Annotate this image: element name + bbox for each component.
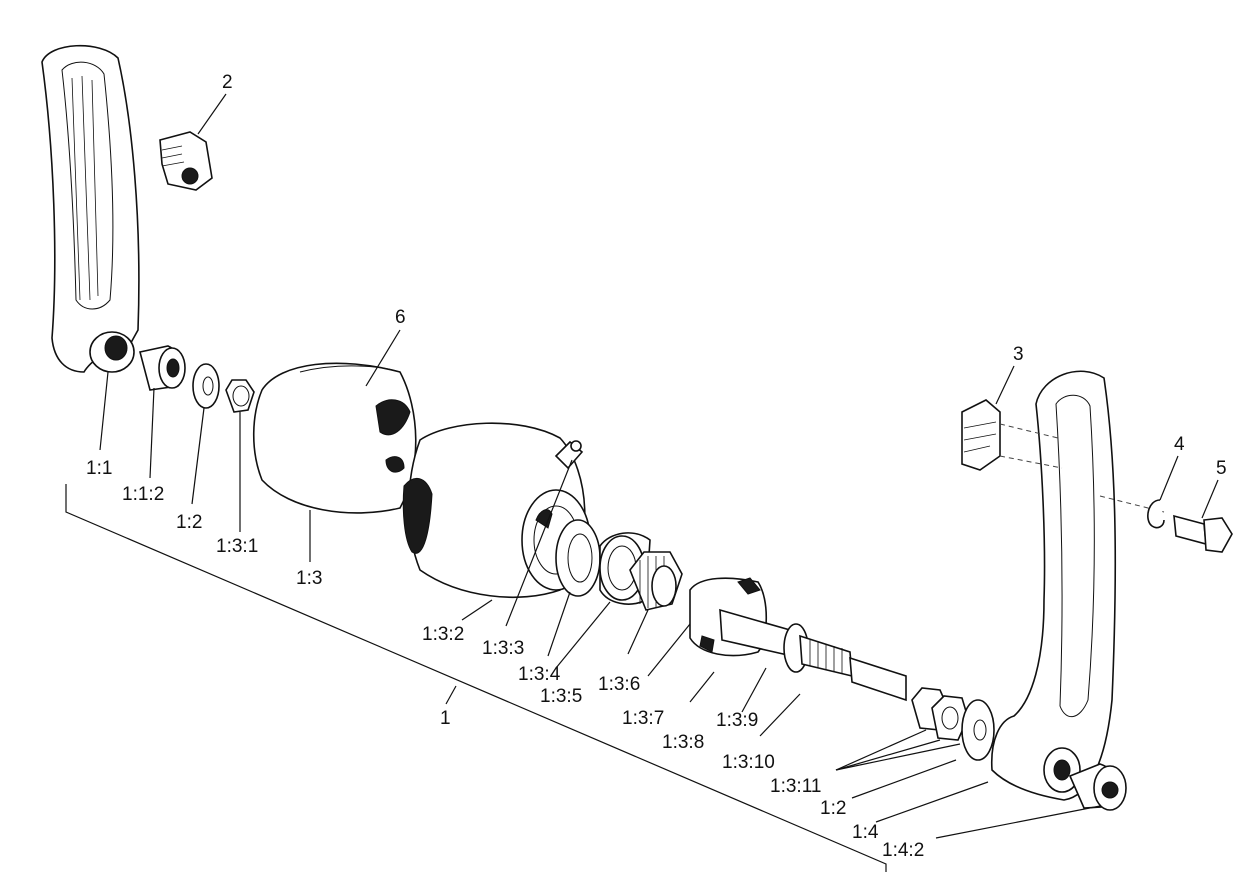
right-pedal-arm: [990, 370, 1117, 801]
callout-1-1: 1:1: [86, 458, 112, 479]
right-bushing: [1068, 763, 1127, 811]
clamp-plate-2: [159, 131, 213, 191]
callout-1-3-4: 1:3:4: [518, 664, 561, 685]
callout-1-3-10: 1:3:10: [722, 752, 775, 773]
callout-1-3-11: 1:3:11: [770, 776, 821, 797]
lock-nuts: [911, 687, 969, 741]
callout-1-3-3: 1:3:3: [482, 638, 524, 659]
callout-3: 3: [1013, 344, 1024, 365]
callout-1-3: 1:3: [296, 568, 322, 589]
callout-1-3-5: 1:3:5: [540, 686, 582, 707]
callout-1-4: 1:4: [852, 822, 879, 843]
grease-nipple: [554, 440, 584, 470]
callout-1-2-left: 1:2: [176, 512, 202, 533]
callout-1-3-9: 1:3:9: [716, 710, 758, 731]
callout-1-3-7: 1:3:7: [622, 708, 664, 729]
clamp-plate-3: [961, 399, 1001, 471]
callout-2: 2: [222, 72, 233, 93]
callout-1-1-2: 1:1:2: [122, 484, 164, 505]
callout-1: 1: [440, 708, 451, 729]
circlip-4: [1147, 499, 1165, 529]
callout-5: 5: [1216, 458, 1227, 479]
cone-bearing: [629, 551, 683, 611]
callout-1-3-2: 1:3:2: [422, 624, 464, 645]
callout-1-3-8: 1:3:8: [662, 732, 704, 753]
cup-housing-6: [252, 362, 417, 514]
left-nut: [225, 379, 255, 413]
callout-6: 6: [395, 307, 406, 328]
callout-1-3-6: 1:3:6: [598, 674, 640, 695]
callout-1-2-right: 1:2: [820, 798, 846, 819]
left-washer: [192, 363, 220, 409]
callout-1-3-1: 1:3:1: [216, 536, 258, 557]
snap-ring: [555, 519, 601, 597]
callout-4: 4: [1174, 434, 1185, 455]
left-pedal-arm: [41, 44, 140, 373]
spindle: [719, 608, 907, 702]
assembly-bracket: [65, 484, 887, 872]
callout-1-4-2: 1:4:2: [882, 840, 924, 861]
bolt-5: [1173, 514, 1233, 553]
bearing-housing: [402, 422, 591, 598]
right-washer: [961, 699, 995, 761]
left-bushing: [139, 345, 186, 391]
